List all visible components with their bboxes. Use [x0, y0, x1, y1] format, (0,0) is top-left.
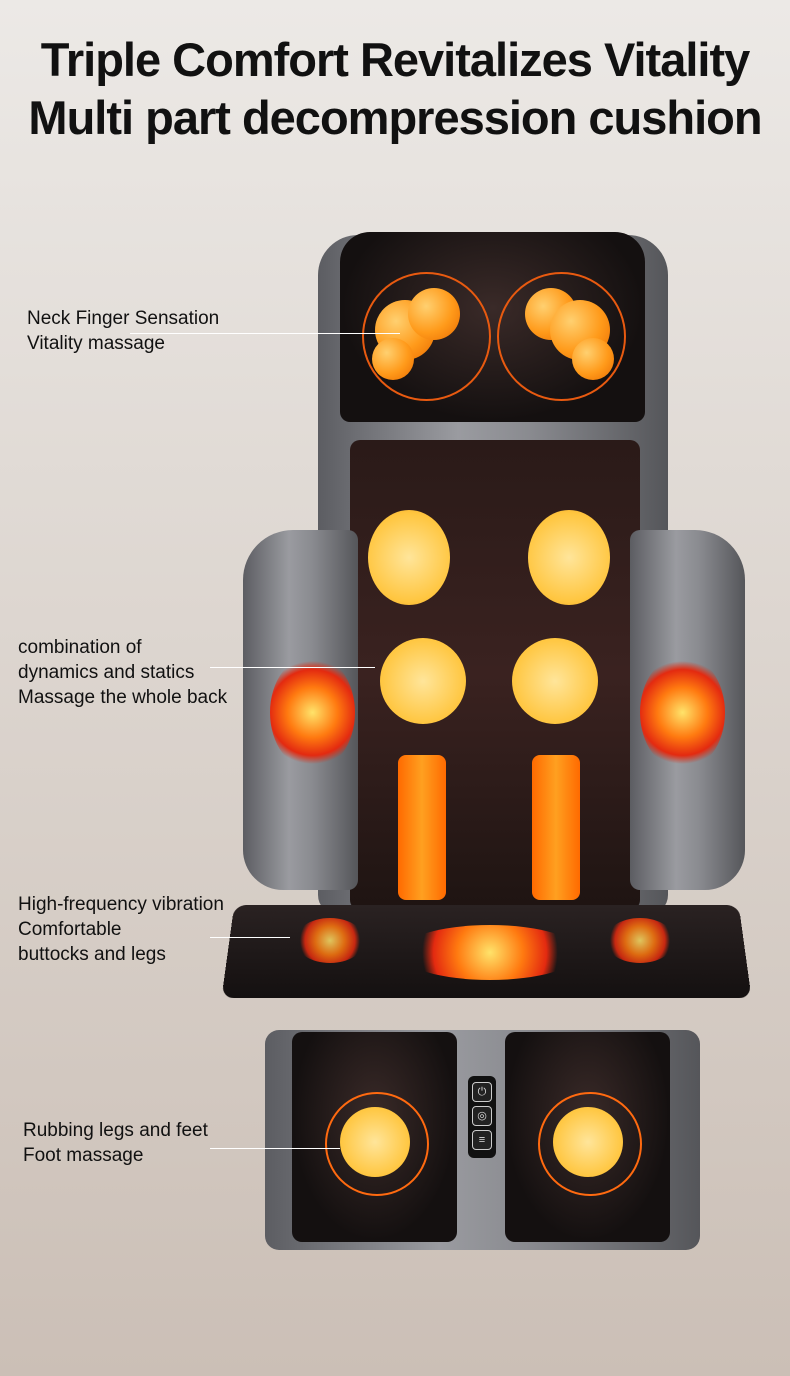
back-roller-plate: [368, 510, 450, 605]
foot-roller-left: [340, 1107, 410, 1177]
mode-icon: ◎: [472, 1106, 492, 1126]
back-roller-plate: [380, 638, 466, 724]
feature-foot: Rubbing legs and feet Foot massage: [23, 1118, 208, 1168]
lumbar-roller: [532, 755, 580, 900]
power-icon: ⏻: [472, 1082, 492, 1102]
feature-text: Neck Finger Sensation: [27, 306, 219, 331]
headline-line-2: Multi part decompression cushion: [0, 90, 790, 145]
feature-text: buttocks and legs: [18, 942, 224, 967]
feature-text: Rubbing legs and feet: [23, 1118, 208, 1143]
menu-icon: ≡: [472, 1130, 492, 1150]
feature-back: combination of dynamics and statics Mass…: [18, 635, 227, 710]
seat-vibration-left: [295, 918, 365, 963]
callout-line: [210, 667, 375, 668]
feature-text: Vitality massage: [27, 331, 219, 356]
callout-line: [210, 937, 290, 938]
feature-text: Comfortable: [18, 917, 224, 942]
callout-line: [210, 1148, 340, 1149]
foot-roller-right: [553, 1107, 623, 1177]
neck-roller: [372, 338, 414, 380]
feature-text: Massage the whole back: [18, 685, 227, 710]
back-roller-plate: [512, 638, 598, 724]
feature-seat: High-frequency vibration Comfortable but…: [18, 892, 224, 967]
feature-text: High-frequency vibration: [18, 892, 224, 917]
headline-line-1: Triple Comfort Revitalizes Vitality: [0, 32, 790, 87]
callout-line: [130, 333, 400, 334]
feature-text: combination of: [18, 635, 227, 660]
seat-vibration-center: [400, 925, 580, 980]
heat-pad-right: [640, 655, 725, 770]
neck-roller: [572, 338, 614, 380]
feature-text: dynamics and statics: [18, 660, 227, 685]
feature-text: Foot massage: [23, 1143, 208, 1168]
back-roller-plate: [528, 510, 610, 605]
neck-roller: [408, 288, 460, 340]
heat-pad-left: [270, 655, 355, 770]
seat-vibration-right: [605, 918, 675, 963]
lumbar-roller: [398, 755, 446, 900]
feature-neck: Neck Finger Sensation Vitality massage: [27, 306, 219, 356]
control-panel: ⏻ ◎ ≡: [468, 1076, 496, 1158]
